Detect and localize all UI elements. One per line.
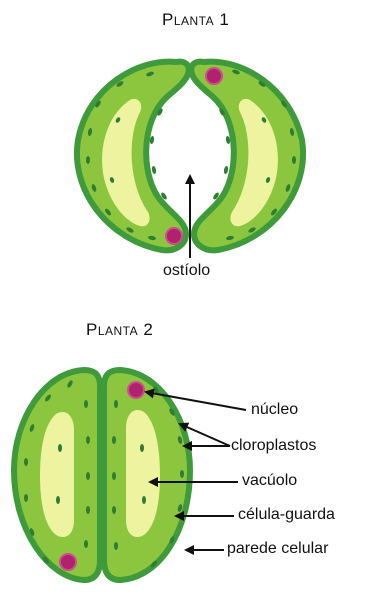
planta1-stoma [77, 62, 303, 258]
planta2-right-nucleus [128, 382, 144, 398]
label-nucleo: núcleo [251, 401, 298, 419]
planta2-left-nucleus [60, 554, 76, 570]
planta1-right-nucleus [206, 68, 222, 84]
planta2-stoma [14, 370, 246, 580]
label-cloroplastos: cloroplastos [231, 437, 316, 455]
label-ostiolo: ostíolo [163, 262, 210, 280]
label-celula-guarda: célula-guarda [238, 506, 335, 524]
planta1-left-nucleus [166, 228, 182, 244]
label-parede-celular: parede celular [227, 540, 328, 558]
label-vacuolo: vacúolo [242, 472, 297, 490]
